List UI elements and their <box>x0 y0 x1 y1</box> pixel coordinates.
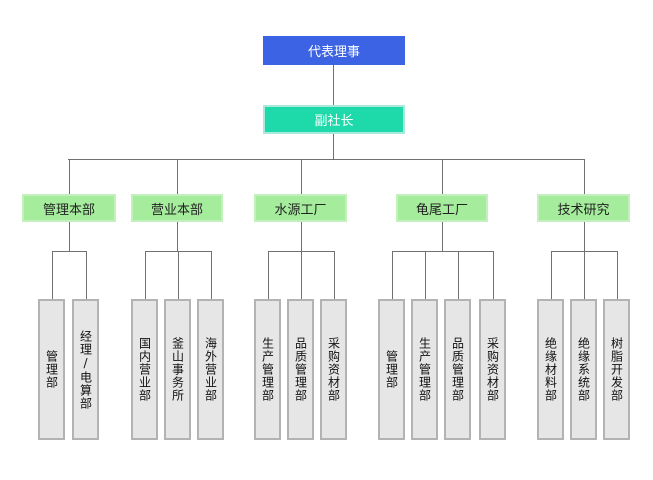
connector-bus-to-department <box>69 159 70 194</box>
department-node[interactable]: 龟尾工厂 <box>396 194 488 222</box>
connector-bus-to-department <box>177 159 178 194</box>
connector-bus-to-unit <box>551 251 552 299</box>
connector-bus-to-unit <box>584 251 585 299</box>
unit-label: 国内营业部 <box>137 337 152 402</box>
connector-unit-bus <box>52 251 87 252</box>
connector-unit-bus <box>392 251 494 252</box>
connector-bus-to-unit <box>334 251 335 299</box>
connector-department-down <box>301 222 302 251</box>
unit-node[interactable]: 海外营业部 <box>197 299 224 440</box>
connector-bus-to-unit <box>301 251 302 299</box>
unit-label: 生产管理部 <box>417 337 432 402</box>
unit-label: 海外营业部 <box>203 337 218 402</box>
connector-vice-down <box>333 134 334 159</box>
unit-node[interactable]: 经理/电算部 <box>72 299 99 440</box>
unit-label: 树脂开发部 <box>609 337 624 402</box>
unit-label: 品质管理部 <box>293 337 308 402</box>
department-label: 水源工厂 <box>274 202 327 218</box>
department-node[interactable]: 管理本部 <box>22 194 116 222</box>
connector-department-bus <box>68 159 584 160</box>
department-label: 营业本部 <box>150 202 203 218</box>
unit-node[interactable]: 生产管理部 <box>254 299 281 440</box>
connector-bus-to-unit <box>86 251 87 299</box>
unit-node[interactable]: 绝缘系统部 <box>570 299 597 440</box>
unit-node[interactable]: 釜山事务所 <box>164 299 191 440</box>
department-node[interactable]: 技术研究 <box>537 194 630 222</box>
unit-node[interactable]: 树脂开发部 <box>603 299 630 440</box>
connector-bus-to-unit <box>458 251 459 299</box>
unit-node[interactable]: 绝缘材料部 <box>537 299 564 440</box>
unit-label: 采购资材部 <box>485 337 500 402</box>
unit-label: 管理部 <box>384 350 399 389</box>
unit-label: 绝缘材料部 <box>543 337 558 402</box>
unit-label: 经理/电算部 <box>78 329 93 410</box>
department-label: 龟尾工厂 <box>415 202 468 218</box>
connector-bus-to-unit <box>392 251 393 299</box>
connector-bus-to-department <box>442 159 443 194</box>
unit-node[interactable]: 国内营业部 <box>131 299 158 440</box>
unit-label: 绝缘系统部 <box>576 337 591 402</box>
unit-label: 釜山事务所 <box>170 337 185 402</box>
unit-label: 管理部 <box>44 350 59 389</box>
root-node-label: 代表理事 <box>307 45 360 60</box>
department-label: 技术研究 <box>557 202 610 218</box>
unit-label: 生产管理部 <box>260 337 275 402</box>
connector-department-down <box>177 222 178 251</box>
department-node[interactable]: 营业本部 <box>131 194 223 222</box>
connector-bus-to-unit <box>178 251 179 299</box>
connector-department-down <box>584 222 585 251</box>
unit-node[interactable]: 管理部 <box>38 299 65 440</box>
connector-bus-to-unit <box>52 251 53 299</box>
department-label: 管理本部 <box>42 202 95 218</box>
vice-president-label: 副社长 <box>314 114 354 129</box>
unit-node[interactable]: 品质管理部 <box>287 299 314 440</box>
connector-bus-to-department <box>584 159 585 194</box>
unit-node[interactable]: 生产管理部 <box>411 299 438 440</box>
department-node[interactable]: 水源工厂 <box>254 194 347 222</box>
unit-label: 品质管理部 <box>450 337 465 402</box>
connector-bus-to-unit <box>425 251 426 299</box>
connector-bus-to-unit <box>145 251 146 299</box>
connector-root-to-vice <box>333 65 334 105</box>
vice-president-node[interactable]: 副社长 <box>263 105 405 134</box>
connector-bus-to-unit <box>617 251 618 299</box>
unit-node[interactable]: 管理部 <box>378 299 405 440</box>
unit-label: 采购资材部 <box>326 337 341 402</box>
connector-bus-to-unit <box>268 251 269 299</box>
unit-node[interactable]: 品质管理部 <box>444 299 471 440</box>
unit-node[interactable]: 采购资材部 <box>479 299 506 440</box>
connector-department-down <box>442 222 443 251</box>
root-node-representative-director[interactable]: 代表理事 <box>263 36 405 65</box>
connector-bus-to-unit <box>493 251 494 299</box>
connector-bus-to-unit <box>211 251 212 299</box>
connector-bus-to-department <box>301 159 302 194</box>
connector-department-down <box>69 222 70 251</box>
unit-node[interactable]: 采购资材部 <box>320 299 347 440</box>
